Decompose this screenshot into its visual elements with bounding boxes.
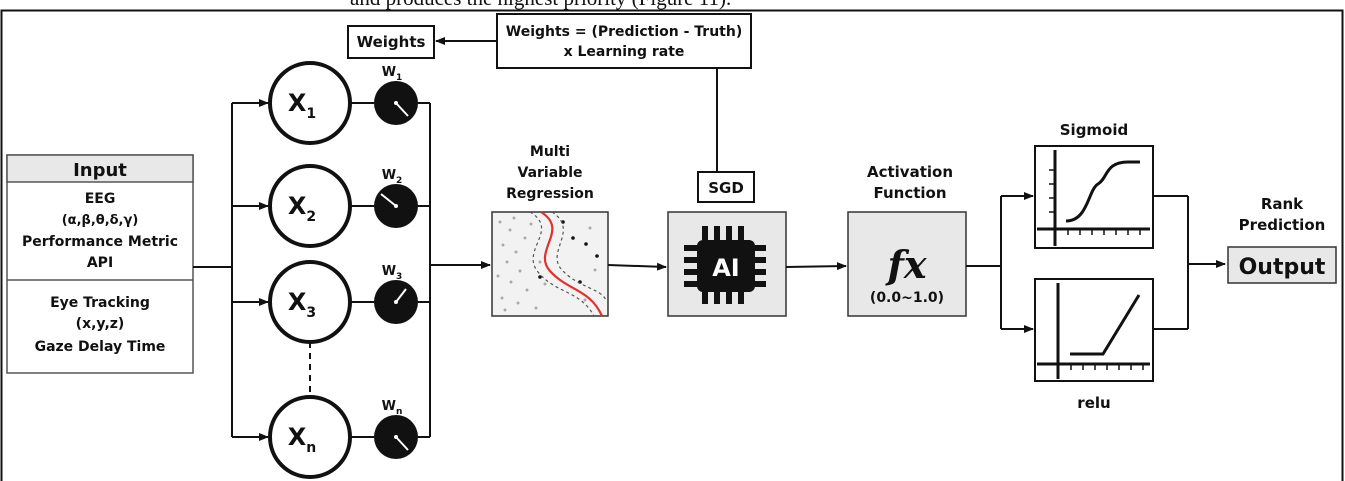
eeg-title: EEG: [85, 191, 116, 207]
ai-chip-box: AI: [667, 211, 787, 317]
eeg-bands: (α,β,θ,δ,γ): [62, 213, 139, 228]
caption-fragment: and produces the highest priority (Figur…: [350, 0, 731, 11]
ai-to-activation-arrow: [785, 262, 847, 271]
sigmoid-plot: [1034, 145, 1154, 249]
regression-plot: [491, 211, 609, 317]
svg-text:W3: W3: [382, 264, 403, 282]
activation-label-1: Activation: [867, 163, 953, 181]
activation-range: (0.0~1.0): [870, 290, 944, 306]
regression-label-2: Variable: [518, 165, 583, 181]
performance-metric: Performance Metric: [22, 234, 178, 250]
svg-text:Xn: Xn: [288, 423, 316, 456]
sigmoid-label: Sigmoid: [1060, 121, 1129, 139]
input-header: Input: [73, 160, 127, 181]
input-panel: Input EEG (α,β,θ,δ,γ) Performance Metric…: [6, 154, 194, 374]
svg-text:W1: W1: [382, 65, 403, 83]
svg-text:X2: X2: [288, 192, 316, 225]
output-label: Output: [1239, 255, 1326, 280]
regression-label-3: Regression: [506, 186, 594, 202]
rank-label-1: Rank: [1261, 195, 1304, 213]
eye-tracking: Eye Tracking: [50, 295, 150, 311]
performance-api: API: [87, 255, 113, 271]
ai-chip-label: AI: [712, 254, 740, 282]
formula-line2: x Learning rate: [564, 44, 685, 60]
svg-text:W2: W2: [382, 168, 403, 186]
frame: [0, 9, 1344, 481]
node-x3: X3: [268, 260, 352, 344]
svg-text:X1: X1: [288, 89, 316, 122]
svg-text:X3: X3: [288, 288, 316, 321]
node-xn: Xn: [268, 395, 352, 479]
weight-dial-wn: Wn: [374, 399, 418, 459]
weights-box: [347, 25, 435, 59]
relu-label: relu: [1077, 394, 1110, 412]
regression-to-ai-arrow: [607, 262, 667, 271]
regression-label-1: Multi: [530, 144, 570, 160]
node-x1: X1: [268, 61, 352, 145]
activation-symbol: fx: [884, 242, 927, 287]
weights-box-label: Weights: [357, 33, 426, 51]
sgd-box: [697, 171, 755, 203]
output-box: [1227, 246, 1337, 284]
gaze-delay: Gaze Delay Time: [35, 339, 166, 355]
eye-xyz: (x,y,z): [76, 316, 125, 332]
weight-dial-w1: W1: [374, 65, 418, 125]
formula-line1: Weights = (Prediction - Truth): [506, 24, 742, 40]
activation-box: fx (0.0~1.0): [847, 211, 967, 317]
relu-plot: [1034, 278, 1154, 382]
activation-label-2: Function: [873, 184, 946, 202]
weight-dial-w2: W2: [374, 168, 418, 228]
node-x2: X2: [268, 164, 352, 248]
sgd-label: SGD: [708, 179, 744, 197]
svg-text:Wn: Wn: [382, 399, 403, 417]
weight-dial-w3: W3: [374, 264, 418, 324]
rank-label-2: Prediction: [1239, 216, 1326, 234]
formula-box: [496, 13, 752, 69]
